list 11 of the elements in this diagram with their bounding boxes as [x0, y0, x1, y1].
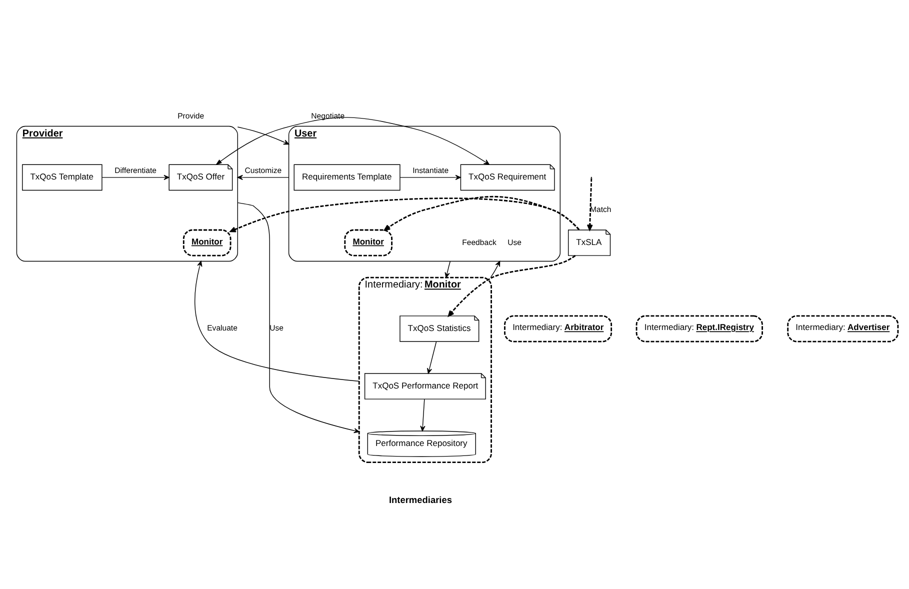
- edge-label: Feedback: [462, 237, 496, 246]
- edge-label: Customize: [244, 166, 282, 175]
- edge-label: Match: [590, 204, 612, 214]
- edge-label: Negotiate: [311, 110, 345, 120]
- edge-label: Evaluate: [207, 323, 238, 332]
- edge-label: Use: [508, 237, 522, 246]
- edge-label: Provide: [178, 110, 204, 120]
- edge-label: Use: [270, 323, 284, 332]
- label: Intermediaries: [388, 494, 452, 505]
- edge-label: Instantiate: [412, 166, 449, 175]
- edge-label: Differentiate: [114, 166, 156, 175]
